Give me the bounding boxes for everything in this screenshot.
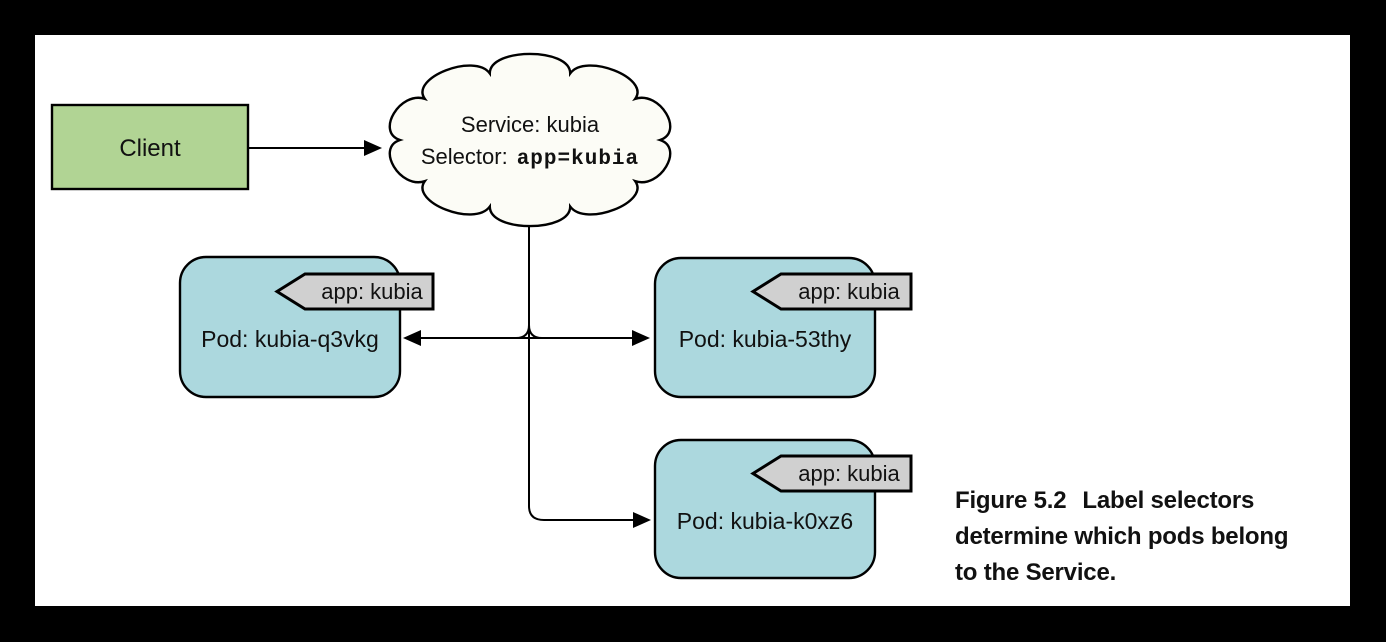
label-tag: app: kubia [750,454,913,493]
label-tag: app: kubia [274,272,435,311]
service-selector: Selector: app=kubia [421,144,639,171]
label-tag-text: app: kubia [321,279,423,304]
label-tag-shape [274,272,435,311]
label-tag: app: kubia [750,272,913,311]
client-box: Client [50,103,250,191]
label-tag-shape [750,454,913,493]
caption-figure-label: Figure 5.2 [955,487,1066,514]
caption-line-3: to the Service. [955,559,1116,586]
client-rect [50,103,250,191]
pod-name: Pod: kubia-q3vkg [201,326,379,352]
service-selector-label: Selector: [421,144,508,169]
service-title: Service: kubia [461,112,600,137]
arrowhead-right-pod-icon [632,330,650,346]
arrowhead-bottom-pod-icon [633,512,651,528]
pod-box-q3vkg: Pod: kubia-q3vkg app: kubia [178,255,435,399]
pod-name: Pod: kubia-k0xz6 [677,508,853,534]
pod-box-53thy: Pod: kubia-53thy app: kubia [653,256,913,399]
pod-box-k0xz6: Pod: kubia-k0xz6 app: kubia [653,438,913,580]
service-selector-value: app=kubia [517,148,639,171]
pod-name: Pod: kubia-53thy [679,326,852,352]
service-trunk-line [528,227,636,521]
caption-line-2: determine which pods belong [955,523,1288,550]
label-tag-shape [750,272,913,311]
label-tag-text: app: kubia [798,461,900,486]
client-label: Client [119,135,181,162]
caption-line-1: Figure 5.2 Label selectors [955,487,1254,514]
client-arrowhead-icon [364,140,382,156]
service-connections [403,227,651,528]
cloud-shape [388,52,672,228]
figure-caption: Figure 5.2 Label selectors determine whic… [955,487,1288,586]
service-cloud: Service: kubia Selector: app=kubia [388,52,672,228]
arrowhead-left-pod-icon [403,330,421,346]
caption-line-1-rest: Label selectors [1082,487,1254,514]
client-to-service-arrow [248,140,382,156]
label-tag-text: app: kubia [798,279,900,304]
